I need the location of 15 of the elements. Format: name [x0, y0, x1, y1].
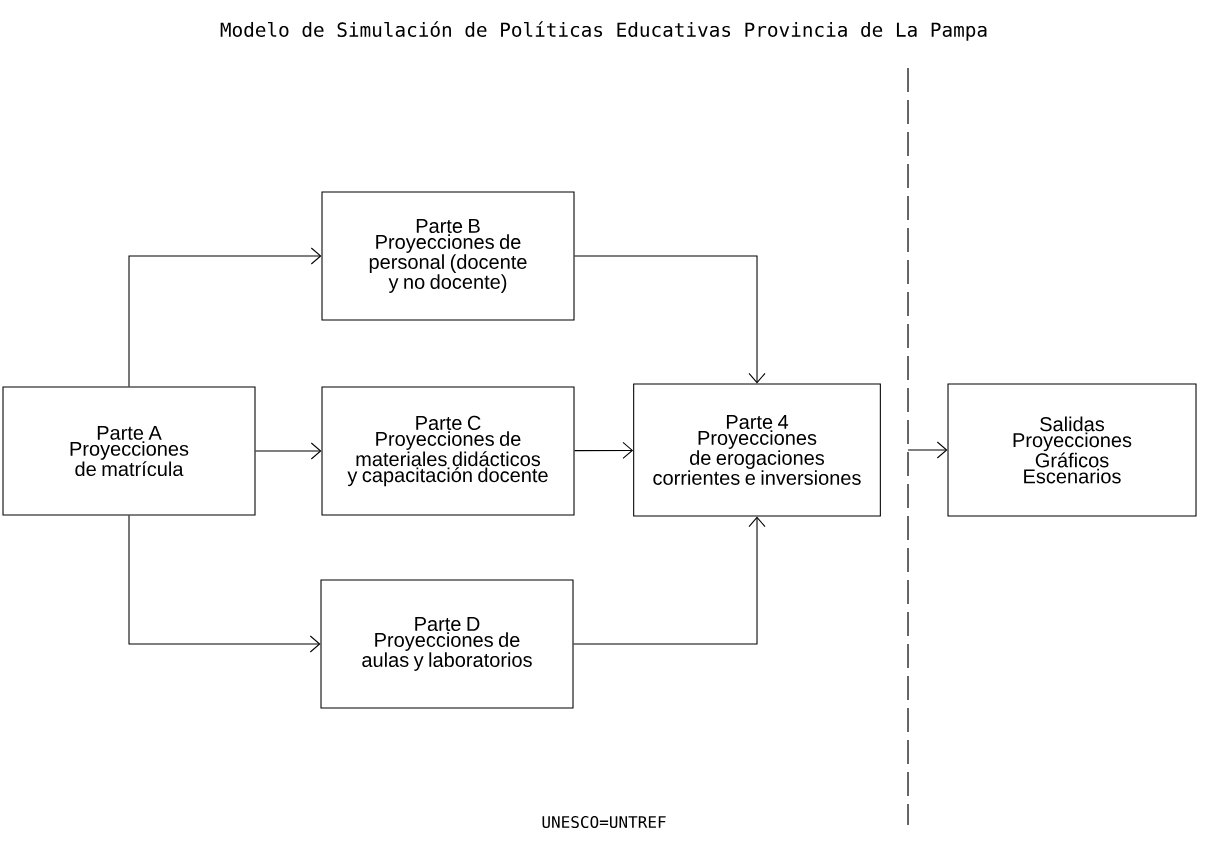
process-box: Parte A Proyecciones de matrícula [2, 386, 256, 516]
arrow [907, 441, 948, 459]
process-box: Parte C Proyecciones de materiales didácticos y capacitación docente [321, 386, 575, 516]
footer-note: UNESCO=UNTREF [542, 815, 666, 829]
arrow [255, 442, 322, 460]
arrow [574, 255, 766, 384]
process-box: Parte 4 Proyecciones de erogaciones corrientes e inversiones [633, 383, 881, 517]
arrow [128, 247, 322, 387]
arrow [574, 441, 634, 459]
arrow [128, 515, 321, 653]
arrow [573, 516, 766, 645]
process-box: Parte D Proyecciones de aulas y laboratorios [320, 579, 574, 709]
process-box: Salidas Proyecciones Gráficos Escenarios [947, 383, 1197, 517]
process-box: Parte B Proyecciones de personal (docente y no docente) [321, 191, 575, 321]
title: Modelo de Simulación de Políticas Educativas Provincia de La Pampa [220, 21, 987, 41]
